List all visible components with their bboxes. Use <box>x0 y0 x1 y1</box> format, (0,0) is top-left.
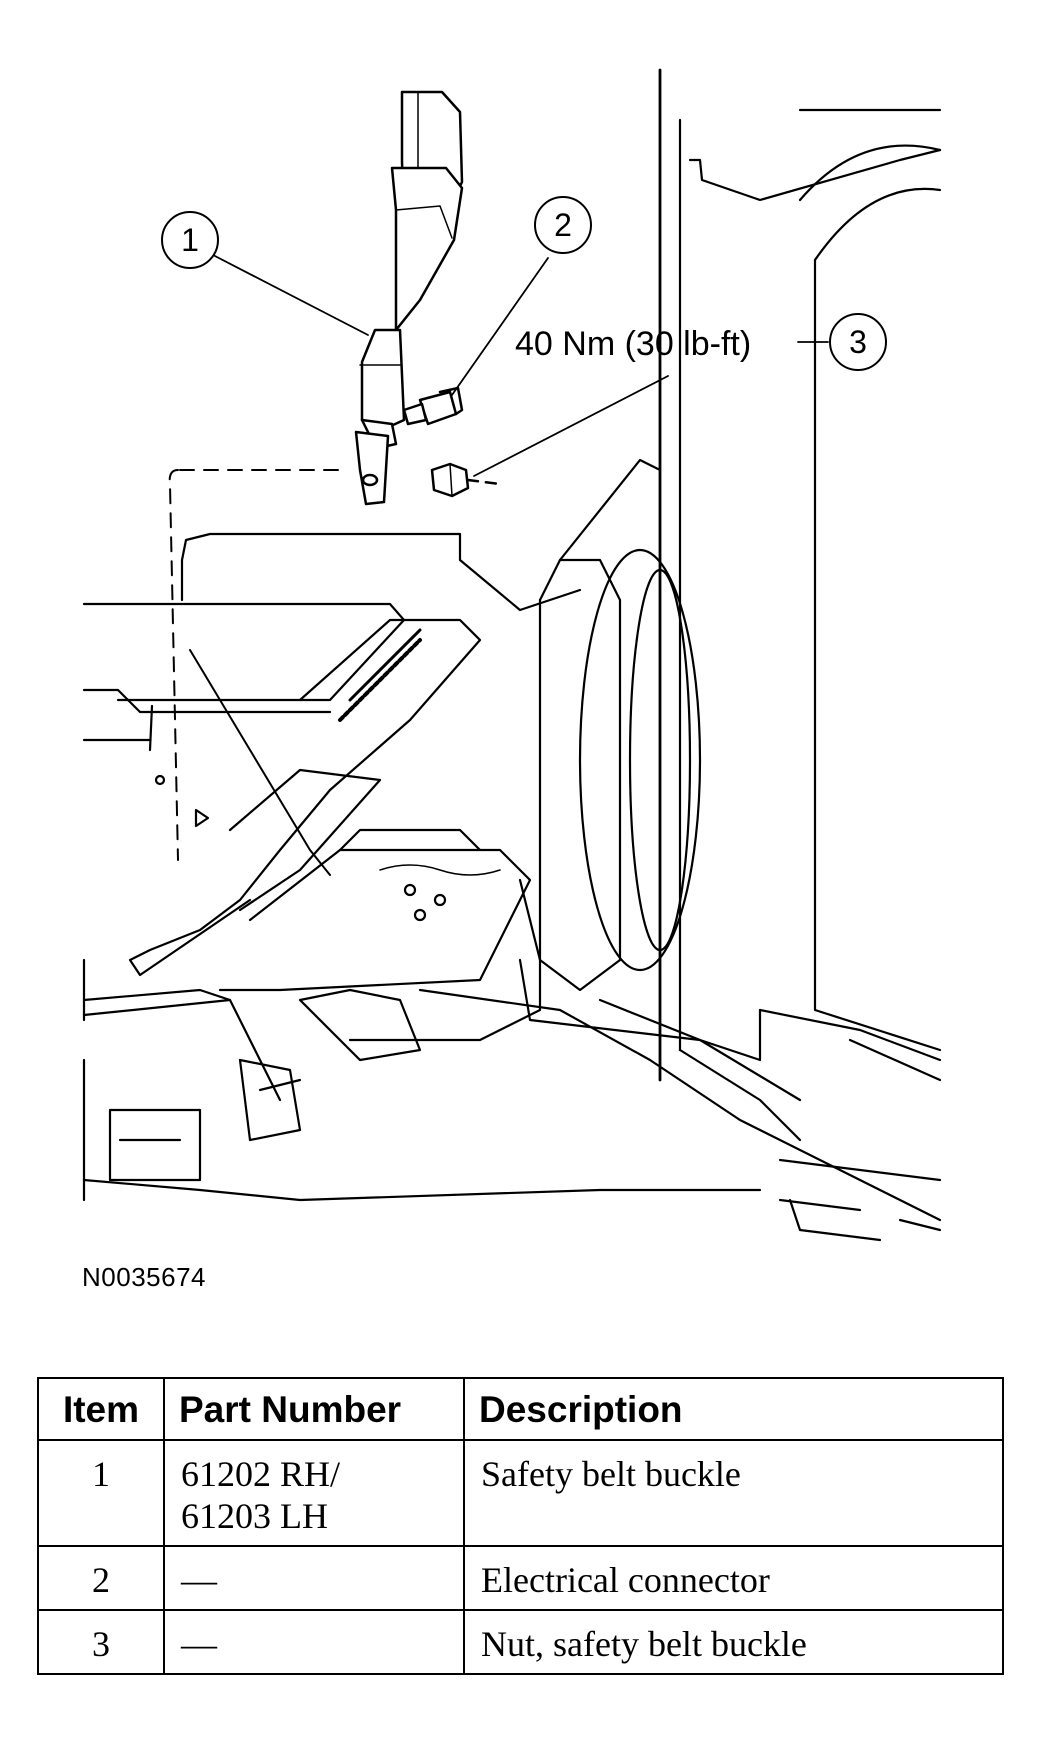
cell-part-number: 61202 RH/ 61203 LH <box>163 1439 465 1547</box>
cell-item: 2 <box>37 1545 165 1611</box>
alignment-bracket <box>168 469 341 876</box>
figure-id: N0035674 <box>82 1262 206 1292</box>
cell-part-number: — <box>163 1545 465 1611</box>
part-number-line: 61202 RH/ <box>181 1454 341 1494</box>
callout-3: 40 Nm (30 lb-ft) 3 <box>515 313 887 371</box>
header-part-number: Part Number <box>163 1377 465 1441</box>
cell-part-number: — <box>163 1609 465 1675</box>
callout-2: 2 <box>534 196 592 254</box>
table-row: 3 — Nut, safety belt buckle <box>37 1609 1004 1675</box>
svg-text:2: 2 <box>554 207 572 243</box>
leader-lines <box>212 254 829 477</box>
parts-table: Item Part Number Description 1 61202 RH/… <box>37 1377 1004 1675</box>
floor-console-structure <box>82 68 942 1242</box>
safety-belt-buckle <box>354 90 464 506</box>
part-number-line: 61203 LH <box>181 1496 328 1536</box>
cell-item: 3 <box>37 1609 165 1675</box>
cell-item: 1 <box>37 1439 165 1547</box>
svg-text:3: 3 <box>849 324 867 360</box>
part-number-line: — <box>181 1560 217 1600</box>
torque-spec: 40 Nm (30 lb-ft) <box>515 325 751 363</box>
electrical-connector <box>402 386 464 426</box>
seat-belt-buckle-illustration: 1 2 40 Nm (30 lb-ft) 3 <box>82 68 942 1242</box>
svg-text:1: 1 <box>181 222 199 258</box>
header-description: Description <box>463 1377 1004 1441</box>
table-row: 1 61202 RH/ 61203 LH Safety belt buckle <box>37 1439 1004 1547</box>
cell-description: Nut, safety belt buckle <box>463 1609 1004 1675</box>
table-header-row: Item Part Number Description <box>37 1377 1004 1441</box>
header-item: Item <box>37 1377 165 1441</box>
table-row: 2 — Electrical connector <box>37 1545 1004 1611</box>
part-number-line: — <box>181 1624 217 1664</box>
cell-description: Electrical connector <box>463 1545 1004 1611</box>
safety-belt-buckle-nut <box>430 462 502 498</box>
cell-description: Safety belt buckle <box>463 1439 1004 1547</box>
callout-1: 1 <box>161 211 219 269</box>
